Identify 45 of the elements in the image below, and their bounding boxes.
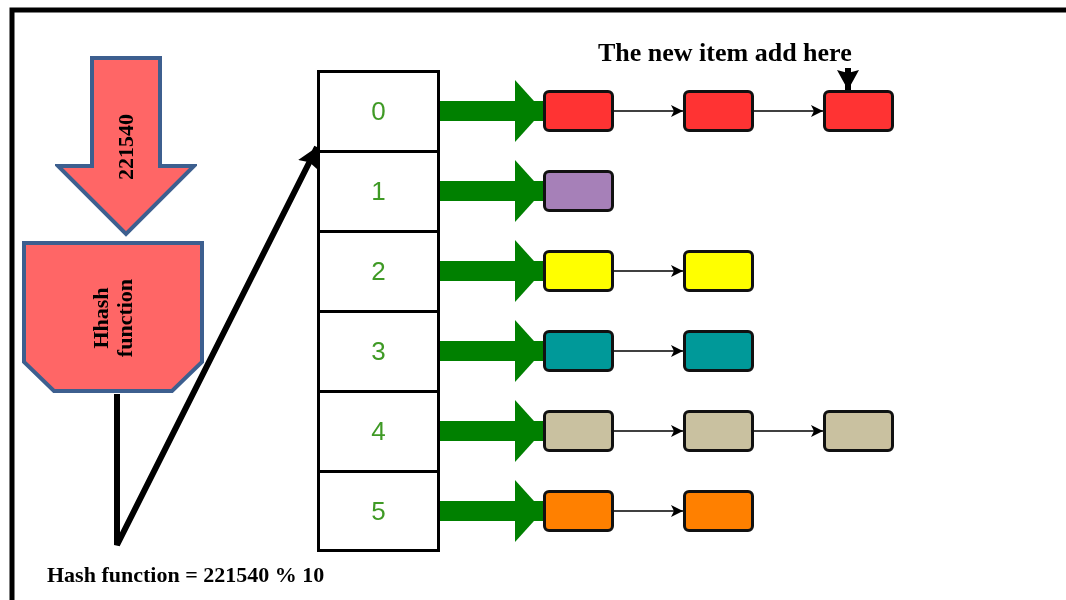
arrow <box>753 425 824 437</box>
list-item-box <box>683 490 754 532</box>
list-item-box <box>543 90 614 132</box>
arrow <box>440 480 543 542</box>
box-title: Hhash function <box>89 277 137 359</box>
table-cell <box>317 70 440 153</box>
list-item-box <box>683 250 754 292</box>
table-cell <box>317 390 440 473</box>
list-item-box <box>683 90 754 132</box>
list-item-box <box>683 410 754 452</box>
index-number: 5 <box>371 495 386 527</box>
table-cell <box>317 470 440 552</box>
arrow <box>613 265 684 277</box>
arrow <box>440 80 543 142</box>
index-number: 4 <box>371 416 386 447</box>
list-item-box <box>683 330 754 372</box>
formula-text: Hash function = 221540 % 10 <box>47 562 325 588</box>
block-arrow <box>55 56 197 238</box>
arrow <box>613 425 684 437</box>
table-cell <box>317 150 440 233</box>
table-cell <box>317 310 440 393</box>
annotation-text: The new item add here <box>598 38 860 68</box>
input-value: 221540 <box>114 113 138 182</box>
arrow <box>837 68 859 90</box>
index-number: 3 <box>371 336 386 367</box>
list-item-box <box>823 90 894 132</box>
arrow <box>440 320 543 382</box>
table-cell <box>317 230 440 313</box>
arrow <box>440 400 543 462</box>
arrow <box>440 240 543 302</box>
arrow <box>753 105 824 117</box>
arrow <box>440 160 543 222</box>
list-item-box <box>543 170 614 212</box>
list-item-box <box>543 330 614 372</box>
hash-function-box <box>22 241 204 394</box>
arrow <box>613 345 684 357</box>
index-number: 1 <box>371 176 386 207</box>
index-number: 0 <box>371 96 386 127</box>
index-number: 2 <box>371 256 386 287</box>
list-item-box <box>543 410 614 452</box>
list-item-box <box>543 250 614 292</box>
arrow <box>613 505 684 517</box>
list-item-box <box>823 410 894 452</box>
list-item-box <box>543 490 614 532</box>
arrow <box>613 105 684 117</box>
